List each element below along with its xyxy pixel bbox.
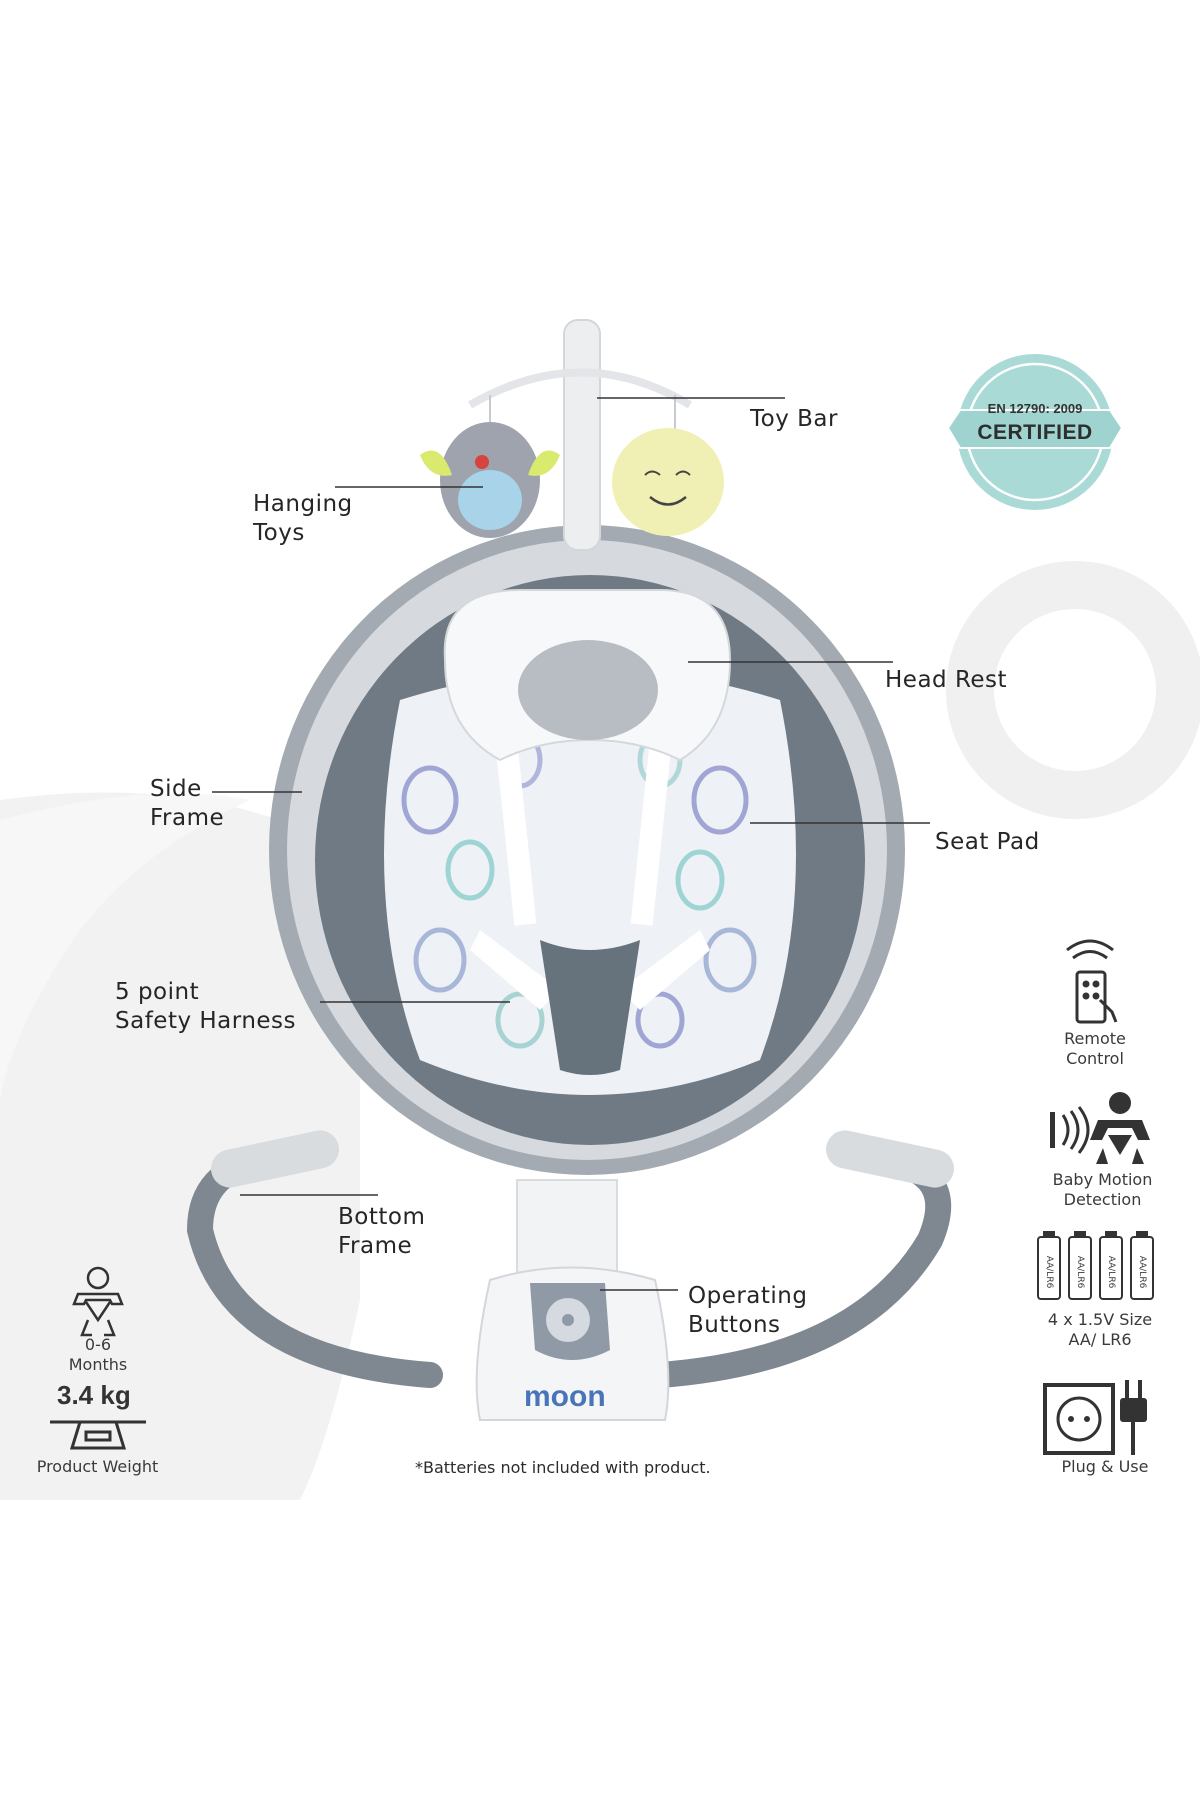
feature-batteries-label: 4 x 1.5V Size AA/ LR6: [1047, 1310, 1153, 1349]
callout-lines: [212, 397, 930, 1291]
callout-toy-bar: Toy Bar: [750, 406, 838, 432]
product-weight-label: Product Weight: [36, 1457, 159, 1476]
remote-control-icon: [1066, 939, 1118, 1024]
battery-cell-label-4: AA/LR6: [1137, 1255, 1147, 1289]
feature-plug-use-label: Plug & Use: [1061, 1457, 1149, 1476]
battery-cell-label-2: AA/LR6: [1075, 1255, 1085, 1289]
background-arc: [0, 793, 250, 1100]
brand-logo-text: moon: [524, 1380, 606, 1413]
batteries-disclaimer: *Batteries not included with product.: [415, 1458, 711, 1477]
plug-use-icon: [1043, 1380, 1147, 1455]
callout-operating-buttons: Operating Buttons: [688, 1283, 808, 1338]
age-range-label: 0-6 Months: [68, 1335, 128, 1374]
callout-head-rest: Head Rest: [885, 667, 1008, 693]
feature-remote-control-label: Remote Control: [1064, 1029, 1126, 1068]
safety-harness-graphic: [470, 744, 710, 1075]
battery-cell-label-1: AA/LR6: [1044, 1255, 1054, 1289]
product-weight-value: 3.4 kg: [57, 1380, 131, 1410]
background-ring: [946, 561, 1200, 819]
bottom-frame-graphic: [186, 1130, 954, 1388]
certification-label: CERTIFIED: [977, 421, 1093, 444]
toy-bar-graphic: [467, 319, 693, 551]
certification-standard: EN 12790: 2009: [987, 401, 1083, 416]
battery-cell-label-3: AA/LR6: [1106, 1255, 1116, 1289]
callout-seat-pad: Seat Pad: [935, 829, 1040, 855]
baby-motion-detection-icon: [1050, 1092, 1150, 1164]
certified-badge: [946, 354, 1124, 510]
baby-age-icon: [72, 1266, 124, 1337]
callout-side-frame: Side Frame: [150, 776, 225, 831]
weight-scale-icon: [50, 1420, 146, 1450]
operating-buttons-panel: [530, 1283, 610, 1360]
feature-baby-motion-label: Baby Motion Detection: [1052, 1170, 1153, 1209]
batteries-icon: [1037, 1231, 1154, 1300]
callout-safety-harness: 5 point Safety Harness: [115, 979, 297, 1034]
head-rest-graphic: [443, 588, 732, 762]
callout-hanging-toys: Hanging Toys: [253, 491, 353, 546]
hanging-toys-graphic: [420, 422, 724, 538]
callout-bottom-frame: Bottom Frame: [338, 1204, 426, 1259]
